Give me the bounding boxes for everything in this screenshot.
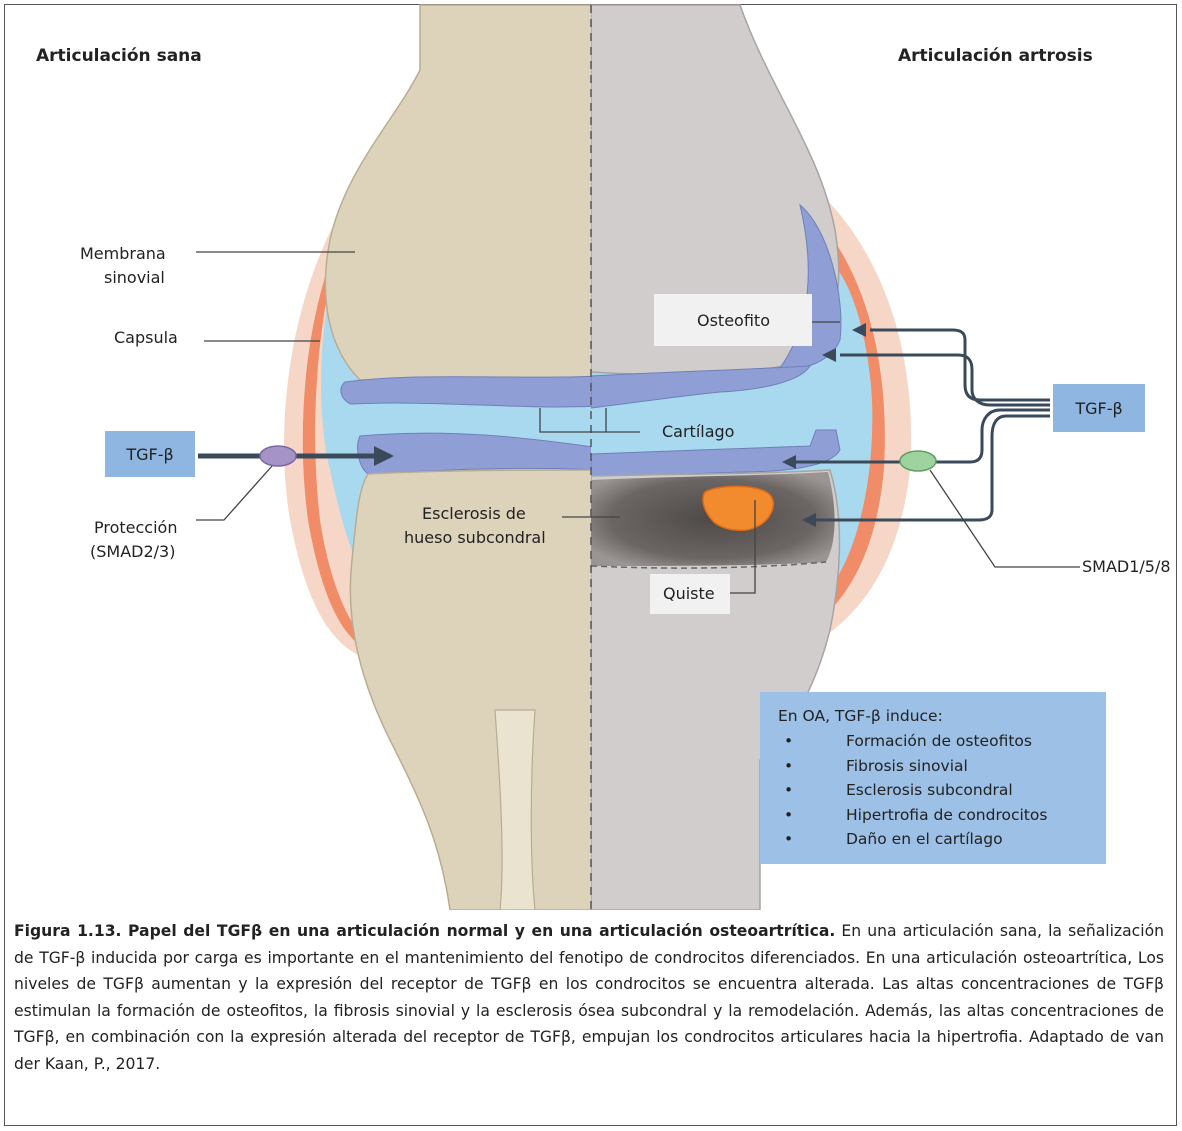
oa-effects-box: En OA, TGF-β induce: • Formación de osteo… xyxy=(760,692,1106,864)
esclerosis-label-1: Esclerosis de xyxy=(422,502,526,526)
smad158-label: SMAD1/5/8 xyxy=(1082,555,1171,579)
smad158-receptor xyxy=(900,451,936,471)
oa-effects-list: • Formación de osteofitos • Fibrosis sinov… xyxy=(778,729,1106,852)
oa-box-title: En OA, TGF-β induce: xyxy=(778,704,1106,729)
quiste-label: Quiste xyxy=(663,582,715,606)
esclerosis-label-2: hueso subcondral xyxy=(404,526,546,550)
proteccion-label-2: (SMAD2/3) xyxy=(90,540,175,564)
right-title: Articulación artrosis xyxy=(898,44,1093,68)
cartilago-label: Cartílago xyxy=(662,420,734,444)
figure-caption: Figura 1.13. Papel del TGFβ en una artic… xyxy=(14,918,1164,1077)
bullet-icon: • xyxy=(784,729,793,754)
caption-text: En una articulación sana, la señalizació… xyxy=(14,922,1164,1073)
list-item: • Hipertrofia de condrocitos xyxy=(778,803,1106,828)
smad23-receptor xyxy=(260,446,296,466)
capsula-label: Capsula xyxy=(114,326,178,350)
bullet-icon: • xyxy=(784,778,793,803)
list-item-text: Esclerosis subcondral xyxy=(846,781,1013,799)
list-item-text: Fibrosis sinovial xyxy=(846,757,968,775)
membrana-label-1: Membrana xyxy=(80,242,166,266)
tgf-right-box: TGF-β xyxy=(1053,384,1145,432)
left-title: Articulación sana xyxy=(36,44,202,68)
list-item: • Daño en el cartílago xyxy=(778,827,1106,852)
list-item-text: Hipertrofia de condrocitos xyxy=(846,806,1047,824)
list-item-text: Daño en el cartílago xyxy=(846,830,1003,848)
caption-title: Figura 1.13. Papel del TGFβ en una artic… xyxy=(14,922,835,940)
bullet-icon: • xyxy=(784,754,793,779)
proteccion-label-1: Protección xyxy=(94,516,177,540)
osteofito-label: Osteofito xyxy=(697,309,770,333)
list-item: • Formación de osteofitos xyxy=(778,729,1106,754)
membrana-label-2: sinovial xyxy=(104,266,165,290)
tgf-left-box: TGF-β xyxy=(105,431,195,477)
bullet-icon: • xyxy=(784,827,793,852)
list-item: • Fibrosis sinovial xyxy=(778,754,1106,779)
list-item: • Esclerosis subcondral xyxy=(778,778,1106,803)
bullet-icon: • xyxy=(784,803,793,828)
list-item-text: Formación de osteofitos xyxy=(846,732,1032,750)
